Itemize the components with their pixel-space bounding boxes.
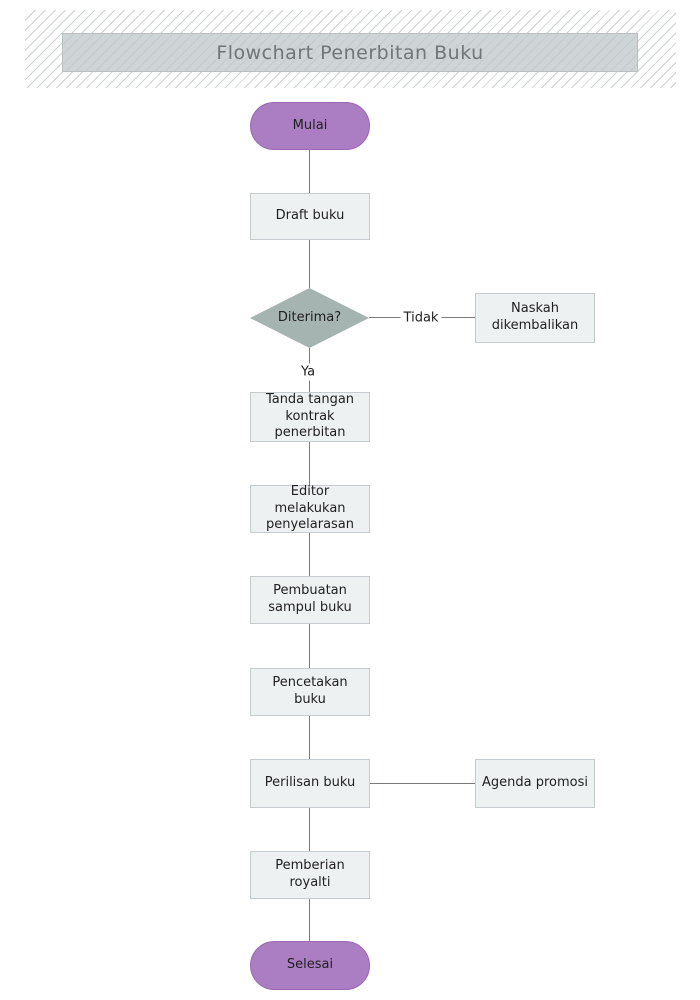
node-contract-label: Tanda tangan kontrak penerbitan: [265, 392, 355, 441]
node-release-label: Perilisan buku: [264, 775, 356, 791]
connector-royalty-end: [309, 899, 310, 941]
node-royalty[interactable]: Pemberian royalti: [250, 851, 370, 899]
node-draft[interactable]: Draft buku: [250, 193, 370, 240]
node-contract[interactable]: Tanda tangan kontrak penerbitan: [250, 392, 370, 442]
node-start[interactable]: Mulai: [250, 102, 370, 150]
node-promo-label: Agenda promosi: [482, 775, 588, 791]
diagram-title-label: Flowchart Penerbitan Buku: [216, 41, 484, 64]
node-promo[interactable]: Agenda promosi: [475, 759, 595, 808]
node-print[interactable]: Pencetakan buku: [250, 668, 370, 716]
node-return[interactable]: Naskah dikembalikan: [475, 293, 595, 343]
connector-editor-cover: [309, 533, 310, 576]
node-royalty-label: Pemberian royalti: [275, 858, 345, 890]
node-start-label: Mulai: [292, 117, 328, 133]
diagram-title[interactable]: Flowchart Penerbitan Buku: [62, 33, 638, 72]
node-end-label: Selesai: [286, 957, 334, 973]
connector-release-royalty: [309, 808, 310, 851]
node-editor-label: Editor melakukan penyelarasan: [265, 484, 355, 533]
connector-release-promo: [370, 783, 475, 784]
edge-label-yes: Ya: [297, 363, 319, 381]
node-draft-label: Draft buku: [275, 208, 345, 224]
node-decision-label: Diterima?: [277, 309, 342, 325]
node-end[interactable]: Selesai: [250, 941, 370, 990]
node-release[interactable]: Perilisan buku: [250, 759, 370, 808]
node-decision[interactable]: Diterima?: [250, 288, 369, 348]
connector-contract-editor: [309, 442, 310, 485]
edge-label-no: Tidak: [400, 309, 442, 327]
connector-cover-print: [309, 624, 310, 668]
connector-print-release: [309, 716, 310, 759]
node-cover-label: Pembuatan sampul buku: [268, 583, 352, 615]
node-editor[interactable]: Editor melakukan penyelarasan: [250, 484, 370, 533]
connector-draft-decision: [309, 240, 310, 288]
node-print-label: Pencetakan buku: [272, 675, 348, 707]
connector-start-draft: [309, 150, 310, 193]
node-return-label: Naskah dikembalikan: [491, 301, 579, 333]
node-cover[interactable]: Pembuatan sampul buku: [250, 576, 370, 624]
